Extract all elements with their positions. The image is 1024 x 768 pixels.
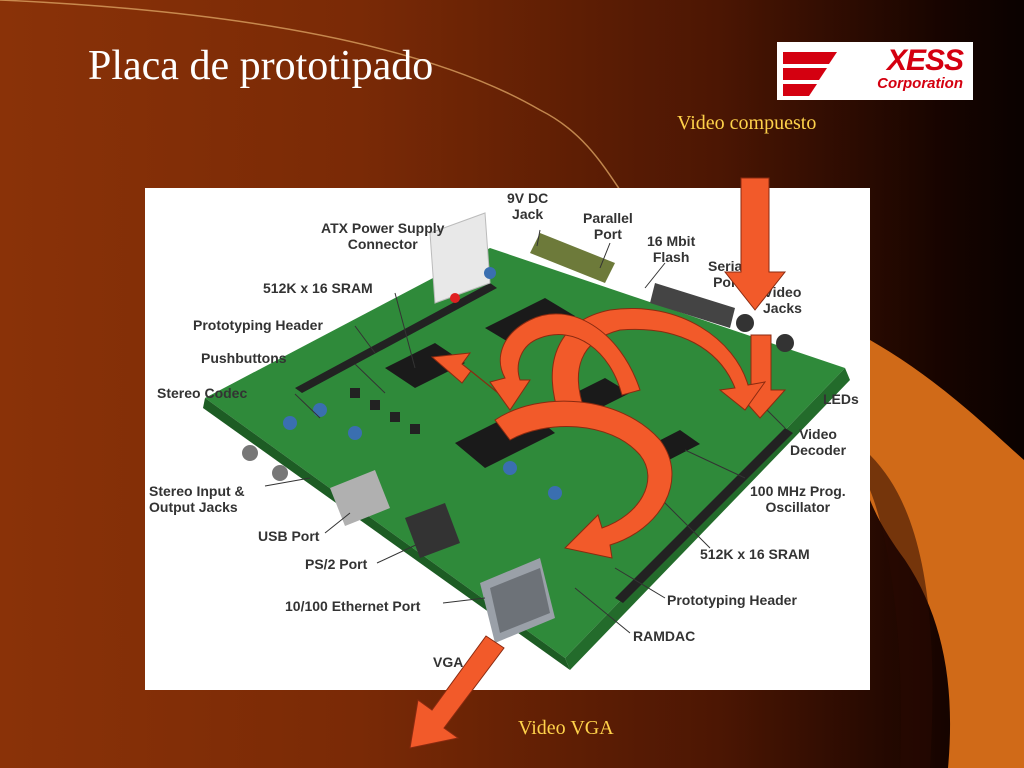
label-parallel-port: Parallel Port [583,210,633,242]
label-text: Parallel Port [583,210,633,242]
label-stereo-codec: Stereo Codec [157,385,247,401]
logo-sub-text: Corporation [877,75,963,92]
label-text: Video Decoder [790,426,847,458]
label-prototyping-header-left: Prototyping Header [193,317,323,333]
label-oscillator: 100 MHz Prog. Oscillator [750,483,846,515]
label-ramdac: RAMDAC [633,628,695,644]
label-ethernet-port: 10/100 Ethernet Port [285,598,420,614]
label-text: 100 MHz Prog. Oscillator [750,483,846,515]
label-vga: VGA [433,654,463,670]
label-sram-top: 512K x 16 SRAM [263,280,373,296]
label-text: 16 Mbit Flash [647,233,696,265]
logo-brand-text: XESS [886,44,964,77]
label-text: 512K x 16 SRAM [263,280,373,296]
label-flash: 16 Mbit Flash [647,233,695,265]
label-text: Prototyping Header [667,592,797,608]
label-text: Stereo Codec [157,385,248,401]
label-text: ATX Power Supply Connector [321,220,445,252]
label-pushbuttons: Pushbuttons [201,350,287,366]
vga-video-label: Video VGA [518,717,614,739]
label-text: 512K x 16 SRAM [700,546,810,562]
label-9v-dc-jack: 9V DC Jack [507,190,548,222]
label-atx-connector: ATX Power Supply Connector [321,220,444,252]
label-video-decoder: Video Decoder [790,426,846,458]
label-ps2-port: PS/2 Port [305,556,367,572]
label-text: Serial Port [708,258,747,290]
board-image: 9V DC Jack Parallel Port 16 Mbit Flash S… [145,188,870,690]
label-stereo-io-jacks: Stereo Input & Output Jacks [149,483,245,515]
xess-logo: XESS Corporation [777,42,973,100]
label-text: Prototyping Header [193,317,323,333]
label-video-jacks: Video Jacks [763,284,802,316]
pcb-illustration [203,212,850,670]
label-text: LEDs [823,391,859,407]
label-text: RAMDAC [633,628,696,644]
label-serial-port: Serial Port [708,258,746,290]
label-sram-bottom: 512K x 16 SRAM [700,546,810,562]
label-text: 10/100 Ethernet Port [285,598,421,614]
label-text: Video Jacks [763,284,802,316]
label-leds: LEDs [823,391,859,407]
label-text: 9V DC Jack [507,190,549,222]
composite-video-label: Video compuesto [677,112,817,134]
slide-title: Placa de prototipado [88,43,434,89]
label-text: USB Port [258,528,320,544]
label-text: Stereo Input & Output Jacks [149,483,245,515]
label-text: VGA [433,654,464,670]
label-text: PS/2 Port [305,556,368,572]
label-usb-port: USB Port [258,528,319,544]
label-prototyping-header-right: Prototyping Header [667,592,797,608]
label-text: Pushbuttons [201,350,287,366]
